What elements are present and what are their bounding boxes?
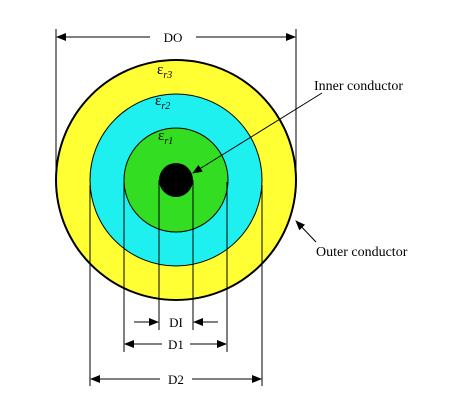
d1-label: D1 — [168, 337, 184, 352]
epsilon-r3-label: εr3 — [157, 62, 172, 81]
do-label: DO — [164, 30, 183, 45]
d2-label: D2 — [168, 372, 184, 387]
epsilon-r2-label: εr2 — [155, 93, 170, 112]
outer-conductor-label: Outer conductor — [316, 245, 408, 260]
outer-conductor-arrow — [295, 220, 317, 243]
di-label: DI — [169, 315, 183, 330]
extension-lines — [55, 29, 297, 386]
epsilon-r1-label: εr1 — [158, 128, 173, 147]
inner-conductor-arrow — [192, 92, 323, 174]
inner-conductor-label: Inner conductor — [314, 79, 403, 94]
inner-conductor-core — [159, 163, 193, 197]
